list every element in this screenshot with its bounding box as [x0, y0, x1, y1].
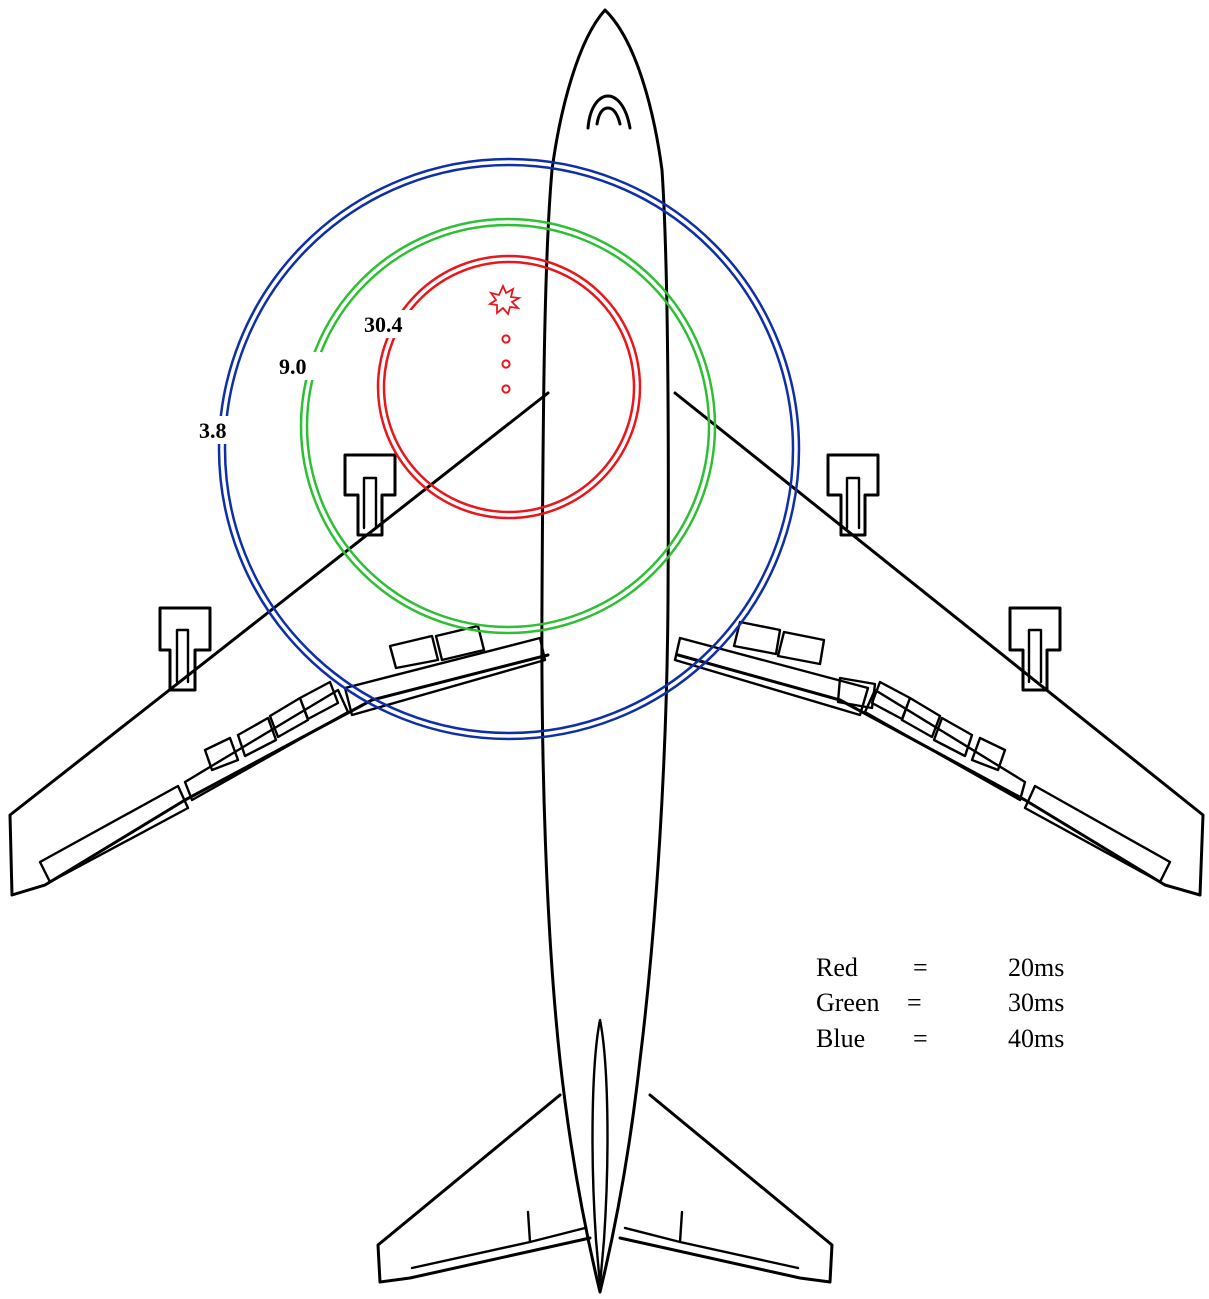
svg-text:40ms: 40ms	[1008, 1024, 1064, 1053]
legend: Red = 20ms Green = 30ms Blue = 40ms	[816, 953, 1064, 1053]
svg-text:Red: Red	[816, 953, 858, 982]
cockpit-window	[586, 94, 632, 130]
svg-text:30ms: 30ms	[1008, 988, 1064, 1017]
right-wing-flap-inner	[863, 688, 1027, 802]
red-ring-label: 30.4	[364, 312, 403, 337]
engine-right-inner	[826, 453, 880, 537]
left-wing-fairing-1	[203, 680, 340, 772]
left-stabilizer	[376, 1093, 592, 1284]
left-wing-flap-inner	[183, 688, 350, 802]
svg-text:=: =	[907, 988, 922, 1017]
engine-left-outer	[158, 606, 212, 692]
right-wing-flap-outer	[1023, 784, 1172, 884]
svg-text:20ms: 20ms	[1008, 953, 1064, 982]
blast-rings	[217, 157, 801, 741]
right-wing-flap-root	[673, 636, 870, 717]
engine-right-outer	[1008, 606, 1062, 692]
fuselage	[540, 8, 670, 1294]
right-wing-fairing-2	[732, 620, 826, 666]
green-ring-label: 9.0	[279, 354, 307, 379]
ring-labels: 30.4 9.0 3.8	[196, 310, 420, 444]
blue-ring-label: 3.8	[199, 418, 227, 443]
right-wing-fairing-1	[870, 680, 1007, 772]
blue-ring	[217, 157, 801, 741]
left-wing-flap-root	[343, 636, 547, 717]
trail-dot	[501, 334, 511, 344]
tail-fin	[591, 1018, 609, 1287]
svg-text:=: =	[913, 953, 928, 982]
left-stabilizer-elevator	[410, 1210, 587, 1270]
aircraft-outline	[8, 8, 1205, 1294]
red-ring	[376, 254, 642, 520]
right-wing	[673, 391, 1205, 897]
legend-row-red: Red = 20ms	[816, 953, 1064, 982]
detonation-marker	[487, 283, 522, 394]
green-ring	[299, 217, 717, 635]
trail-dot	[501, 384, 511, 394]
svg-text:Blue: Blue	[816, 1024, 865, 1053]
svg-text:=: =	[913, 1024, 928, 1053]
left-wing-fairing-2	[388, 624, 486, 670]
left-wing-flap-outer	[38, 784, 190, 884]
right-wing-root-box	[836, 676, 877, 710]
trail-dot	[501, 359, 511, 369]
legend-row-green: Green = 30ms	[816, 988, 1064, 1017]
svg-text:Green: Green	[816, 988, 880, 1017]
engine-left-inner	[343, 453, 397, 537]
explosion-icon	[487, 283, 522, 316]
legend-row-blue: Blue = 40ms	[816, 1024, 1064, 1053]
right-stabilizer-elevator	[623, 1210, 800, 1270]
left-wing	[8, 391, 550, 897]
right-stabilizer	[618, 1093, 834, 1284]
